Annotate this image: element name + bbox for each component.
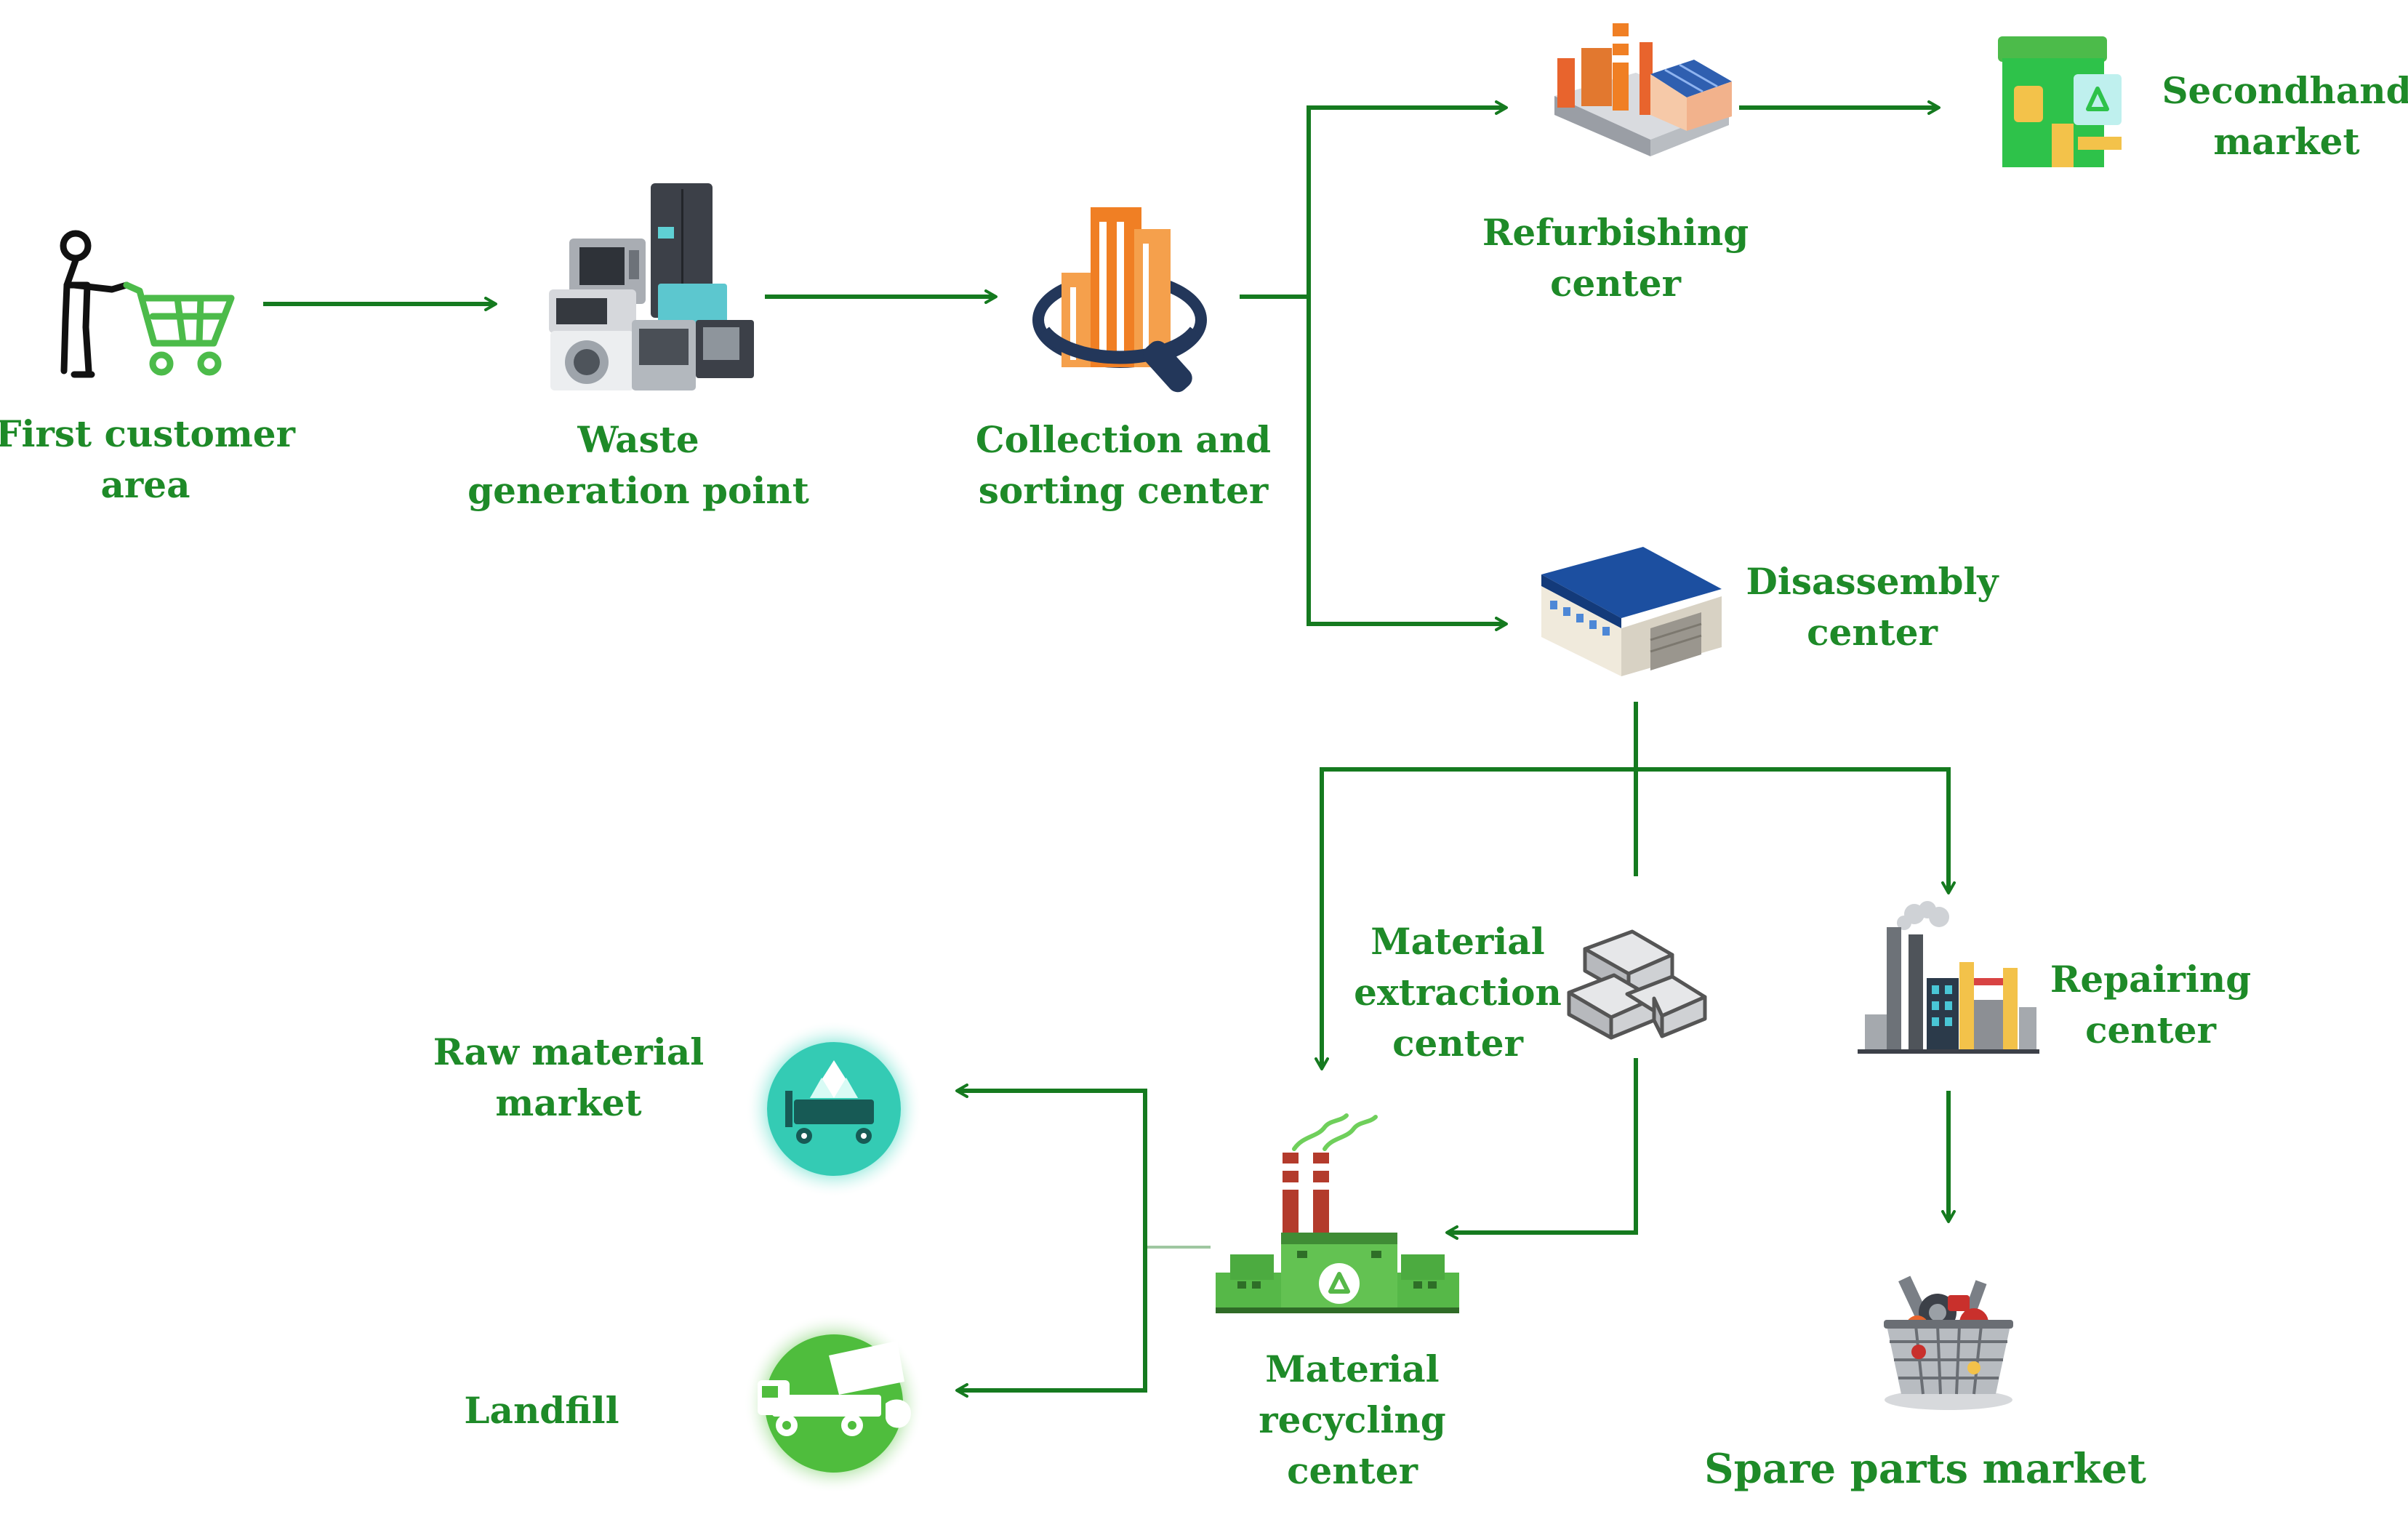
industrial-plant-icon: [1858, 901, 2039, 1054]
parts-basket-icon: [1884, 1275, 2013, 1410]
metal-ingots-icon: [1567, 929, 1707, 1040]
recycling-factory-icon: [1216, 1113, 1459, 1313]
label-landfill: Landfill: [464, 1389, 619, 1432]
arrow-recycling-to-raw-market: [955, 1084, 1147, 1247]
label-waste-generation-point: Waste generation point: [467, 418, 809, 512]
factory-icon: [1554, 23, 1732, 156]
arrow-disassembly-to-recycling: [1315, 767, 1636, 1070]
label-material-recycling-center: Material recycling center: [1259, 1347, 1446, 1492]
label-disassembly-center: Disassembly center: [1746, 560, 1999, 654]
label-secondhand-market: Secondhand market: [2162, 69, 2408, 163]
label-material-extraction-center: Material extraction center: [1354, 920, 1562, 1065]
label-raw-material-market: Raw material market: [433, 1030, 705, 1124]
warehouse-icon: [1541, 547, 1722, 676]
person-cart-icon: [60, 230, 235, 378]
label-spare-parts-market: Spare parts market: [1704, 1445, 2146, 1493]
arrow-recycling-to-landfill: [955, 1247, 1147, 1398]
label-collection-sorting-center: Collection and sorting center: [975, 418, 1272, 512]
label-first-customer-area: First customer area: [0, 412, 295, 506]
dump-truck-icon: [744, 1313, 924, 1494]
building-magnifier-icon: [1032, 207, 1207, 393]
recycle-store-icon: [1998, 36, 2122, 167]
appliance-pile-icon: [549, 183, 754, 390]
material-cart-icon: [745, 1020, 923, 1198]
label-repairing-center: Repairing center: [2050, 958, 2252, 1052]
arrow-extraction-to-recycling: [1445, 1058, 1638, 1240]
arrow-disassembly-to-repairing: [1636, 767, 1956, 894]
arrow-branch-to-disassembly: [1307, 297, 1508, 631]
label-refurbishing-center: Refurbishing center: [1482, 211, 1749, 305]
arrow-branch-to-refurbishing: [1307, 100, 1508, 297]
